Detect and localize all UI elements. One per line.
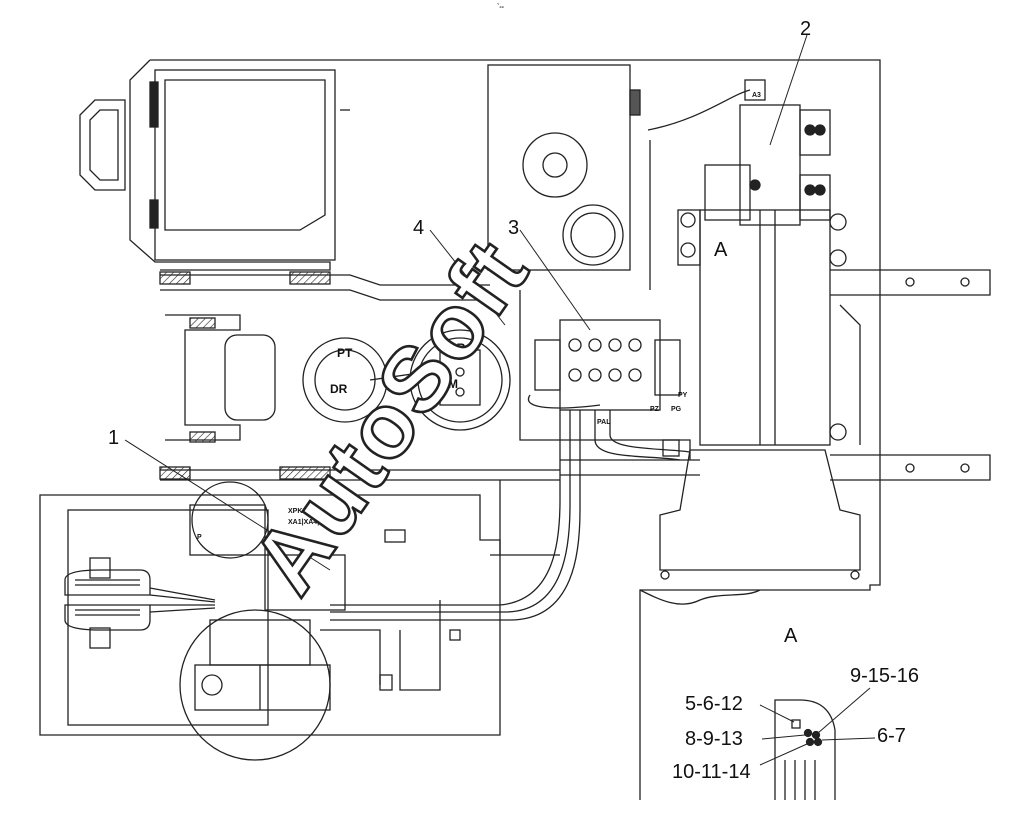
- pedals: [64, 557, 216, 649]
- top-mark: `--: [497, 4, 505, 11]
- callout-1: 1: [108, 427, 119, 449]
- view-a-title: A: [784, 625, 798, 647]
- view-a-detail: [774, 699, 836, 800]
- callout-3: 3: [508, 217, 519, 239]
- view-a-marker: A: [714, 239, 728, 261]
- port-label-pz: PZ: [650, 406, 660, 413]
- cab-floor: [39, 439, 680, 736]
- pump-assembly: [647, 79, 847, 441]
- port-label-p: P: [197, 534, 202, 541]
- callout-5-6-12: 5-6-12: [685, 693, 743, 715]
- port-label-pg: PG: [671, 406, 682, 413]
- bottom-edge-breakline: [639, 589, 761, 605]
- machine-frame-outline: [129, 59, 881, 800]
- autosoft-watermark: AutoSoft: [233, 222, 548, 612]
- leader-lines: [124, 34, 876, 766]
- port-label-pt: PT: [337, 346, 353, 360]
- port-label-a3: A3: [752, 92, 761, 99]
- control-valve-block: [527, 319, 681, 411]
- right-column-structure: [659, 209, 991, 580]
- gearbox-housings: [302, 329, 511, 431]
- port-label-py: PY: [678, 392, 688, 399]
- callout-9-15-16: 9-15-16: [850, 665, 919, 687]
- callout-8-9-13: 8-9-13: [685, 728, 743, 750]
- callout-2: 2: [800, 18, 811, 40]
- engine-block: [79, 69, 350, 261]
- port-label-dr-right: DR: [448, 341, 466, 355]
- callout-4: 4: [413, 217, 424, 239]
- port-label-xpk: XPK: [288, 508, 302, 515]
- port-label-m: M: [448, 377, 458, 391]
- port-label-xa: XA1|XA4|A1: [288, 519, 328, 526]
- callout-10-11-14: 10-11-14: [672, 761, 751, 783]
- callout-6-7: 6-7: [877, 725, 906, 747]
- hydraulic-tank: [487, 64, 641, 271]
- port-label-dr-left: DR: [330, 382, 348, 396]
- detail-circles: [179, 481, 331, 761]
- port-label-pal: PAL: [597, 419, 611, 426]
